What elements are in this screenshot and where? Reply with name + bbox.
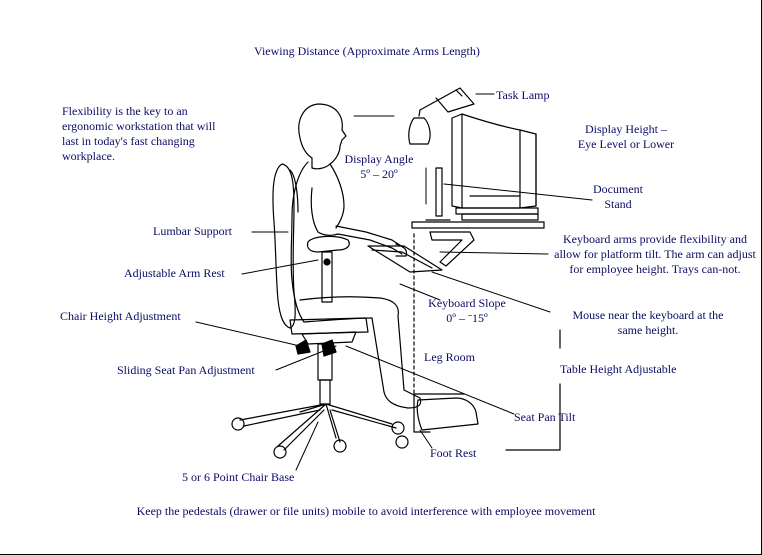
- label-display-height: Display Height – Eye Level or Lower: [577, 122, 675, 151]
- label-mouse-near-keyboard: Mouse near the keyboard at the same heig…: [572, 308, 724, 337]
- label-adjustable-arm-rest: Adjustable Arm Rest: [124, 266, 225, 280]
- office-chair: [231, 163, 409, 459]
- label-foot-rest: Foot Rest: [430, 446, 477, 460]
- label-flexibility: Flexibility is the key to an ergonomic w…: [62, 104, 216, 163]
- leader-chair-base: [295, 421, 319, 471]
- desk-top: [411, 221, 545, 229]
- leader-keyboard-slope: [399, 283, 441, 301]
- leg-room-frame: [413, 393, 465, 433]
- leader-document-stand: [443, 183, 593, 201]
- label-keyboard-arms: Keyboard arms provide flexibility and al…: [554, 232, 756, 276]
- armrest-post: [321, 251, 333, 303]
- keyboard-arm: [429, 231, 475, 267]
- leader-keyboard-arms: [439, 251, 549, 255]
- person-head: [298, 103, 347, 170]
- leader-seat-tilt: [345, 345, 515, 415]
- leader-foot-rest: [419, 429, 433, 449]
- leader-chair-height: [195, 321, 301, 347]
- seated-person: [290, 103, 422, 409]
- monitor-base: [455, 207, 539, 215]
- leader-lines: [195, 93, 593, 471]
- armrest-knob: [323, 258, 331, 266]
- person-chest: [329, 163, 345, 229]
- label-chair-height: Chair Height Adjustment: [60, 309, 181, 323]
- computer-monitor: [425, 113, 539, 221]
- person-thigh: [299, 296, 399, 317]
- person-arm: [310, 187, 403, 255]
- chair-backrest: [272, 163, 296, 329]
- label-display-angle: Display Angle 5º – 20º: [344, 152, 414, 181]
- table-height-dimension: [505, 329, 561, 451]
- chair-base: [239, 403, 393, 447]
- monitor-housing: [461, 113, 537, 209]
- label-table-height: Table Height Adjustable: [560, 362, 677, 376]
- chair-seat: [289, 317, 369, 335]
- leader-sliding-seat: [275, 345, 337, 371]
- label-sliding-seat-pan: Sliding Seat Pan Adjustment: [117, 363, 255, 377]
- label-keyboard-slope: Keyboard Slope 0º – ˉ15º: [428, 296, 506, 325]
- chair-armrest: [306, 235, 350, 253]
- monitor-screen: [451, 113, 463, 209]
- label-leg-room: Leg Room: [424, 350, 475, 364]
- height-lever: [295, 339, 311, 355]
- leader-arm-rest: [241, 259, 319, 275]
- person-foot: [383, 389, 422, 409]
- document-stand: [425, 167, 451, 221]
- caster: [231, 417, 245, 431]
- label-task-lamp: Task Lamp: [496, 88, 550, 102]
- label-viewing-distance: Viewing Distance (Approximate Arms Lengt…: [254, 44, 480, 58]
- label-seat-pan-tilt: Seat Pan Tilt: [514, 410, 576, 424]
- leader-mouse: [431, 271, 551, 313]
- label-lumbar-support: Lumbar Support: [153, 224, 232, 238]
- person-lower-leg: [371, 315, 405, 393]
- lamp-shade: [408, 117, 431, 145]
- foot-rest: [416, 397, 479, 431]
- label-chair-base: 5 or 6 Point Chair Base: [182, 470, 295, 484]
- lamp-arm: [419, 87, 475, 113]
- desk: [367, 221, 561, 451]
- task-lamp-drawing: [408, 87, 475, 145]
- keyboard-tray: [367, 245, 443, 273]
- label-pedestals-note: Keep the pedestals (drawer or file units…: [136, 504, 596, 518]
- label-document-stand: Document Stand: [593, 182, 643, 211]
